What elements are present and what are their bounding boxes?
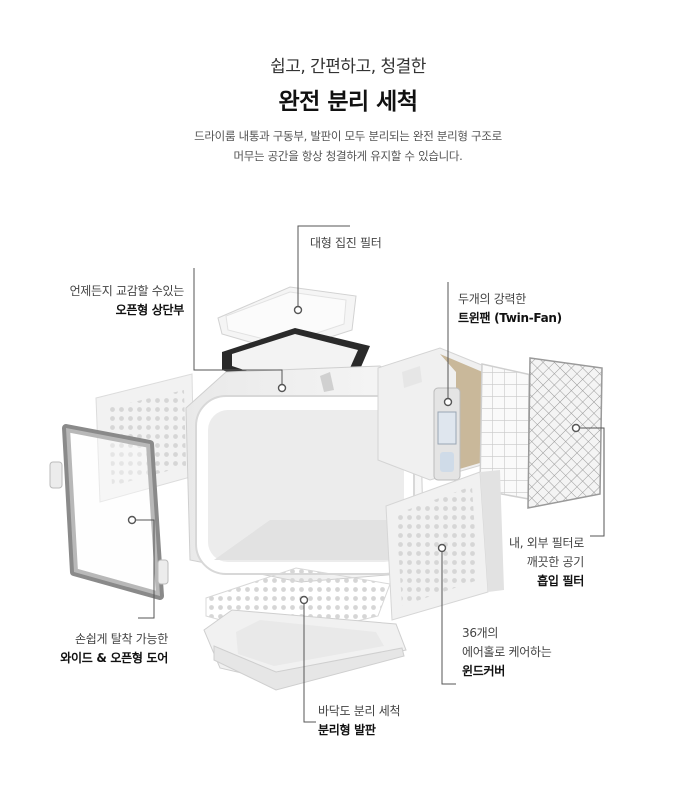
callout-door: 손쉽게 탈착 가능한 와이드 & 오픈형 도어: [60, 632, 168, 665]
callout-open-top: 언제든지 교감할 수있는 오픈형 상단부: [69, 284, 185, 317]
callout-twin-fan: 두개의 강력한 트윈팬 (Twin-Fan): [458, 292, 562, 325]
floor-tray: [203, 609, 407, 691]
fan-module: [377, 347, 495, 481]
left-side-panel: [95, 373, 195, 503]
description-line-1: 드라이룸 내통과 구동부, 발판이 모두 분리되는 완전 분리형 구조로: [194, 129, 502, 143]
main-chamber: [185, 365, 425, 583]
callout-intake-filter: 내, 외부 필터로 깨끗한 공기 흡입 필터: [509, 536, 584, 588]
callout-floor: 바닥도 분리 세척 분리형 발판: [318, 704, 401, 737]
callout-dots: [127, 305, 581, 605]
callout-dust-filter: 대형 집진 필터: [310, 234, 382, 253]
door: [49, 424, 169, 600]
wind-cover: [385, 470, 504, 621]
inner-mesh-filter: [527, 357, 603, 509]
description-line-2: 머무는 공간을 항상 청결하게 유지할 수 있습니다.: [233, 149, 463, 163]
section-subtitle: 쉽고, 간편하고, 청결한: [270, 57, 426, 77]
callout-lines: [132, 225, 605, 723]
callout-wind-cover: 36개의 에어홀로 케어하는 윈드커버: [462, 626, 552, 678]
section-title: 완전 분리 세척: [278, 89, 418, 115]
callout-dust-filter-title: 대형 집진 필터: [310, 236, 382, 250]
